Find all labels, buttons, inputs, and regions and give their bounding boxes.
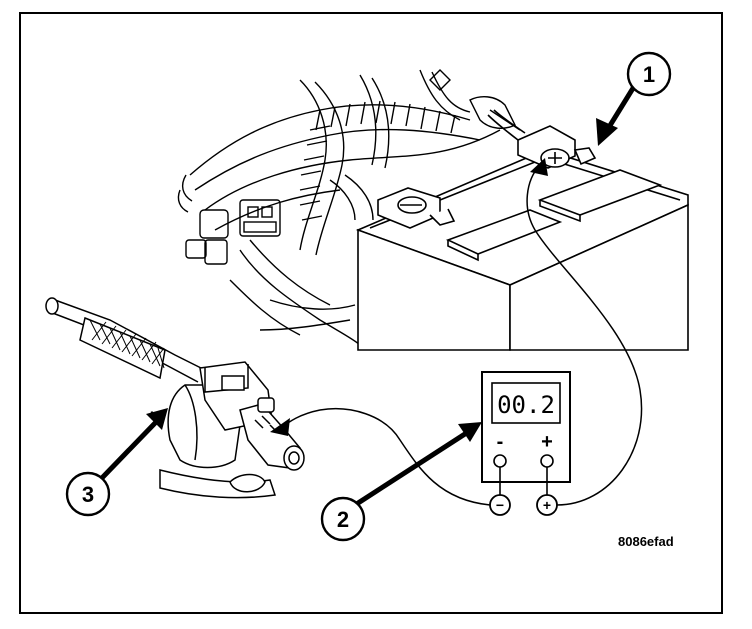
- negative-test-lead: [281, 408, 491, 506]
- positive-terminal-clamp: [487, 109, 597, 169]
- callout-3-arrowhead: [146, 408, 168, 430]
- callout-2-label: 2: [337, 507, 349, 532]
- voltmeter-display: [491, 382, 561, 424]
- negative-plug-symbol: −: [496, 497, 504, 513]
- voltmeter-negative-label: -: [497, 431, 504, 453]
- voltmeter-positive-label: +: [541, 431, 553, 453]
- callout-1-label: 1: [643, 62, 655, 87]
- positive-plug-symbol: +: [543, 497, 551, 513]
- positive-lead-plug: +: [536, 494, 558, 516]
- negative-jack: [493, 454, 507, 468]
- starter-solenoid: [45, 297, 305, 499]
- voltmeter: 00.2 - +: [481, 371, 571, 495]
- negative-lead-plug: −: [489, 494, 511, 516]
- callout-2-arrowhead: [458, 422, 482, 442]
- figure-id: 8086efad: [618, 534, 674, 549]
- callout-1: 1: [626, 51, 672, 97]
- negative-terminal-clamp: [377, 187, 456, 229]
- negative-lead-arrowhead: [270, 418, 290, 436]
- callout-3: 3: [65, 471, 111, 517]
- battery: [355, 149, 689, 351]
- positive-jack: [540, 454, 554, 468]
- callout-arrows: [98, 83, 638, 508]
- test-leads: [281, 164, 643, 506]
- callout-1-arrowhead: [596, 118, 618, 146]
- positive-test-lead: [526, 164, 643, 506]
- figure-border: [19, 12, 723, 614]
- callout-2: 2: [320, 496, 366, 542]
- wiring-harness: [177, 69, 521, 346]
- callout-3-label: 3: [82, 482, 94, 507]
- voltmeter-reading: 00.2: [497, 391, 555, 419]
- positive-lead-arrowhead: [530, 158, 548, 176]
